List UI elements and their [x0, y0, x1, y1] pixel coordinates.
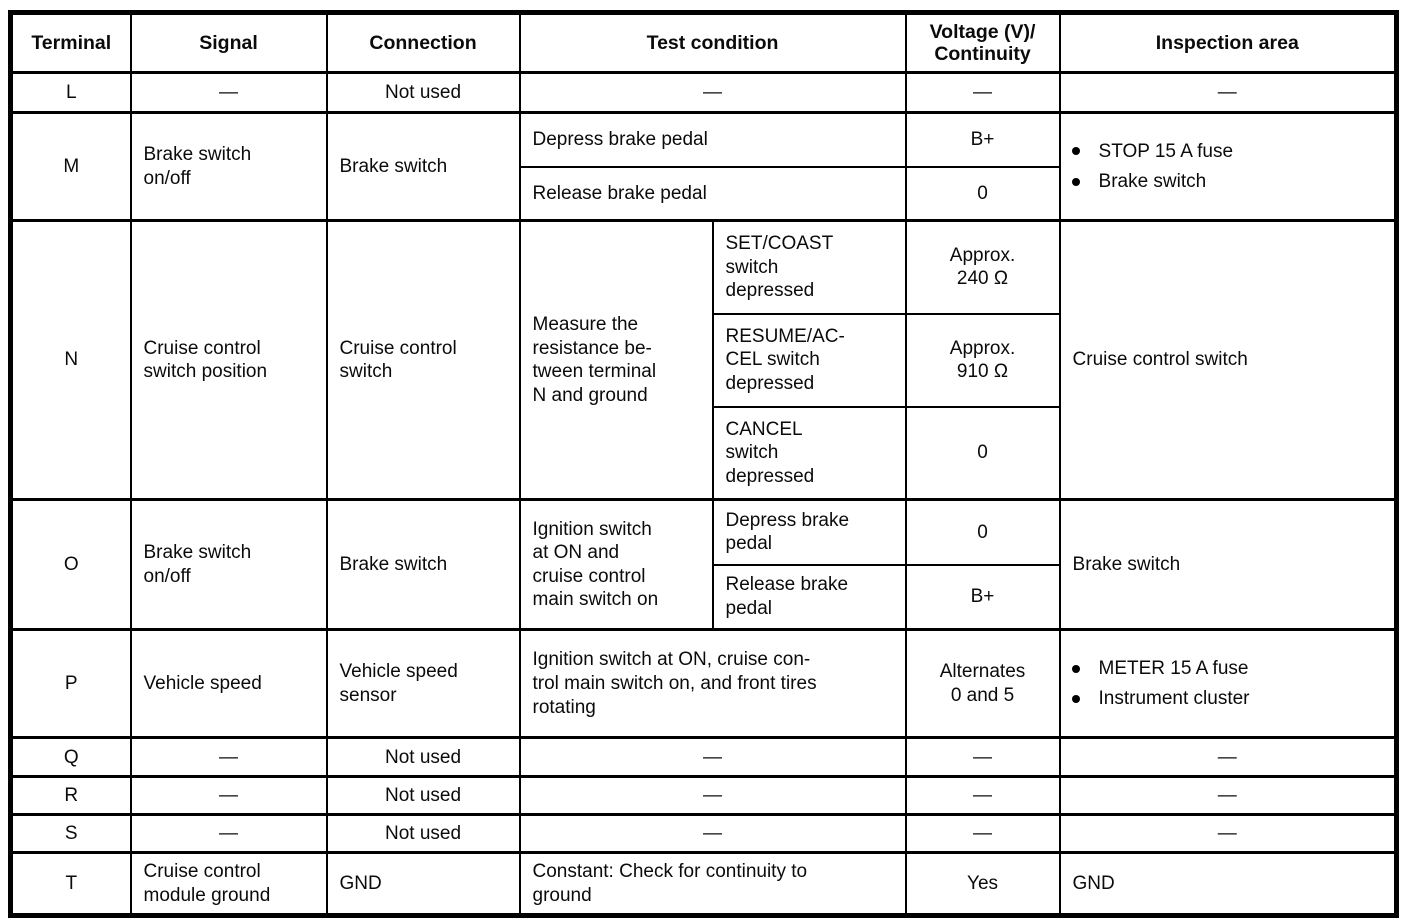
- cell-inspection-R: —: [1058, 775, 1398, 816]
- bullet-icon: [1071, 664, 1080, 673]
- cell-subcondition-N-2: CANCEL switch depressed: [711, 405, 907, 501]
- inspection-item-label: Instrument cluster: [1098, 688, 1250, 710]
- cell-connection-P: Vehicle speed sensor: [325, 628, 521, 739]
- cell-voltage-M-0: B+: [904, 111, 1061, 169]
- cell-voltage-N-1: Approx. 910 Ω: [904, 312, 1061, 408]
- cell-inspection-S: —: [1058, 813, 1398, 854]
- cell-subcondition-O-0: Depress brake pedal: [711, 498, 907, 566]
- cell-signal-M: Brake switch on/off: [129, 110, 328, 222]
- cell-voltage-O-0: 0: [904, 498, 1061, 566]
- cell-condition-Q: —: [518, 736, 907, 778]
- cell-voltage-T: Yes: [904, 851, 1061, 917]
- cell-signal-P: Vehicle speed: [129, 628, 328, 739]
- cell-inspection-T: GND: [1058, 851, 1398, 917]
- row-N-2: RESUME/AC- CEL switch depressed Approx. …: [11, 312, 1397, 408]
- row-S: S — Not used — — —: [9, 813, 1398, 854]
- header-terminal: Terminal: [9, 11, 132, 74]
- inspection-item-label: Brake switch: [1098, 171, 1207, 193]
- cell-connection-S: Not used: [325, 813, 521, 854]
- row-M-1: M Brake switch on/off Brake switch Depre…: [9, 110, 1398, 222]
- cell-condition-N-main: Measure the resistance be- tween termina…: [518, 219, 714, 501]
- cell-terminal-M: M: [9, 110, 132, 222]
- cell-condition-M-0: Depress brake pedal: [518, 111, 907, 169]
- row-N-3: CANCEL switch depressed 0: [11, 405, 1397, 501]
- scanned-manual-page: Terminal Signal Connection Test conditio…: [8, 10, 1400, 918]
- cell-signal-L: —: [129, 71, 328, 114]
- row-N-1: N Cruise control switch position Cruise …: [9, 219, 1398, 501]
- header-row: Terminal Signal Connection Test conditio…: [9, 11, 1398, 74]
- cell-connection-R: Not used: [325, 775, 521, 816]
- cell-voltage-M-1: 0: [904, 166, 1061, 222]
- cell-voltage-N-0: Approx. 240 Ω: [904, 219, 1061, 315]
- inspection-item-label: METER 15 A fuse: [1098, 657, 1249, 679]
- cell-connection-M: Brake switch: [325, 110, 521, 222]
- row-P: P Vehicle speed Vehicle speed sensor Ign…: [9, 628, 1398, 739]
- cell-condition-O-main: Ignition switch at ON and cruise control…: [518, 498, 714, 631]
- cell-condition-S: —: [518, 813, 907, 854]
- row-L: L — Not used — — —: [9, 71, 1398, 114]
- cell-signal-Q: —: [129, 736, 328, 778]
- inspection-item: STOP 15 A fuse: [1069, 140, 1387, 164]
- row-O-2: Release brake pedal B+: [11, 563, 1397, 631]
- cell-connection-Q: Not used: [325, 736, 521, 778]
- header-voltage-continuity: Voltage (V)/ Continuity: [904, 11, 1061, 74]
- cell-inspection-P: METER 15 A fuse Instrument cluster: [1058, 628, 1398, 739]
- cell-inspection-M: STOP 15 A fuse Brake switch: [1058, 110, 1398, 222]
- inspection-item: Instrument cluster: [1069, 687, 1387, 711]
- cell-terminal-N: N: [9, 219, 132, 501]
- header-signal: Signal: [129, 11, 328, 74]
- row-M-2: Release brake pedal 0: [11, 166, 1397, 222]
- cell-inspection-Q: —: [1058, 736, 1398, 778]
- row-R: R — Not used — — —: [9, 775, 1398, 816]
- cell-terminal-P: P: [9, 628, 132, 739]
- cell-voltage-R: —: [904, 775, 1061, 816]
- cell-inspection-N: Cruise control switch: [1058, 219, 1398, 501]
- cell-terminal-R: R: [9, 775, 132, 816]
- bullet-icon: [1071, 695, 1080, 704]
- cell-terminal-S: S: [9, 813, 132, 854]
- cell-connection-T: GND: [325, 851, 521, 917]
- cell-terminal-Q: Q: [9, 736, 132, 778]
- cell-connection-L: Not used: [325, 71, 521, 114]
- inspection-item: Brake switch: [1069, 170, 1387, 194]
- cell-condition-L: —: [518, 71, 907, 114]
- row-O-1: O Brake switch on/off Brake switch Ignit…: [9, 498, 1398, 631]
- cell-condition-T: Constant: Check for continuity to ground: [518, 851, 907, 917]
- header-inspection-area: Inspection area: [1058, 11, 1398, 74]
- cell-voltage-L: —: [904, 71, 1061, 114]
- bullet-icon: [1071, 177, 1080, 186]
- cell-terminal-O: O: [9, 498, 132, 631]
- cell-condition-M-1: Release brake pedal: [518, 166, 907, 222]
- inspection-item: METER 15 A fuse: [1069, 657, 1387, 681]
- cell-condition-P: Ignition switch at ON, cruise con- trol …: [518, 628, 907, 739]
- row-Q: Q — Not used — — —: [9, 736, 1398, 778]
- cell-terminal-T: T: [9, 851, 132, 917]
- cell-inspection-L: —: [1058, 71, 1398, 114]
- cell-voltage-Q: —: [904, 736, 1061, 778]
- cell-signal-O: Brake switch on/off: [129, 498, 328, 631]
- cell-signal-S: —: [129, 813, 328, 854]
- cell-signal-T: Cruise control module ground: [129, 851, 328, 917]
- terminal-test-table: Terminal Signal Connection Test conditio…: [8, 10, 1400, 918]
- header-test-condition: Test condition: [518, 11, 907, 74]
- row-T: T Cruise control module ground GND Const…: [9, 851, 1398, 917]
- cell-voltage-P: Alternates 0 and 5: [904, 628, 1061, 739]
- cell-connection-O: Brake switch: [325, 498, 521, 631]
- cell-condition-R: —: [518, 775, 907, 816]
- cell-inspection-O: Brake switch: [1058, 498, 1398, 631]
- cell-terminal-L: L: [9, 71, 132, 114]
- cell-signal-N: Cruise control switch position: [129, 219, 328, 501]
- cell-subcondition-N-1: RESUME/AC- CEL switch depressed: [711, 312, 907, 408]
- bullet-icon: [1071, 147, 1080, 156]
- cell-voltage-O-1: B+: [904, 563, 1061, 631]
- cell-voltage-N-2: 0: [904, 405, 1061, 501]
- cell-connection-N: Cruise control switch: [325, 219, 521, 501]
- cell-subcondition-N-0: SET/COAST switch depressed: [711, 219, 907, 315]
- header-connection: Connection: [325, 11, 521, 74]
- cell-subcondition-O-1: Release brake pedal: [711, 563, 907, 631]
- inspection-item-label: STOP 15 A fuse: [1098, 140, 1234, 162]
- cell-voltage-S: —: [904, 813, 1061, 854]
- cell-signal-R: —: [129, 775, 328, 816]
